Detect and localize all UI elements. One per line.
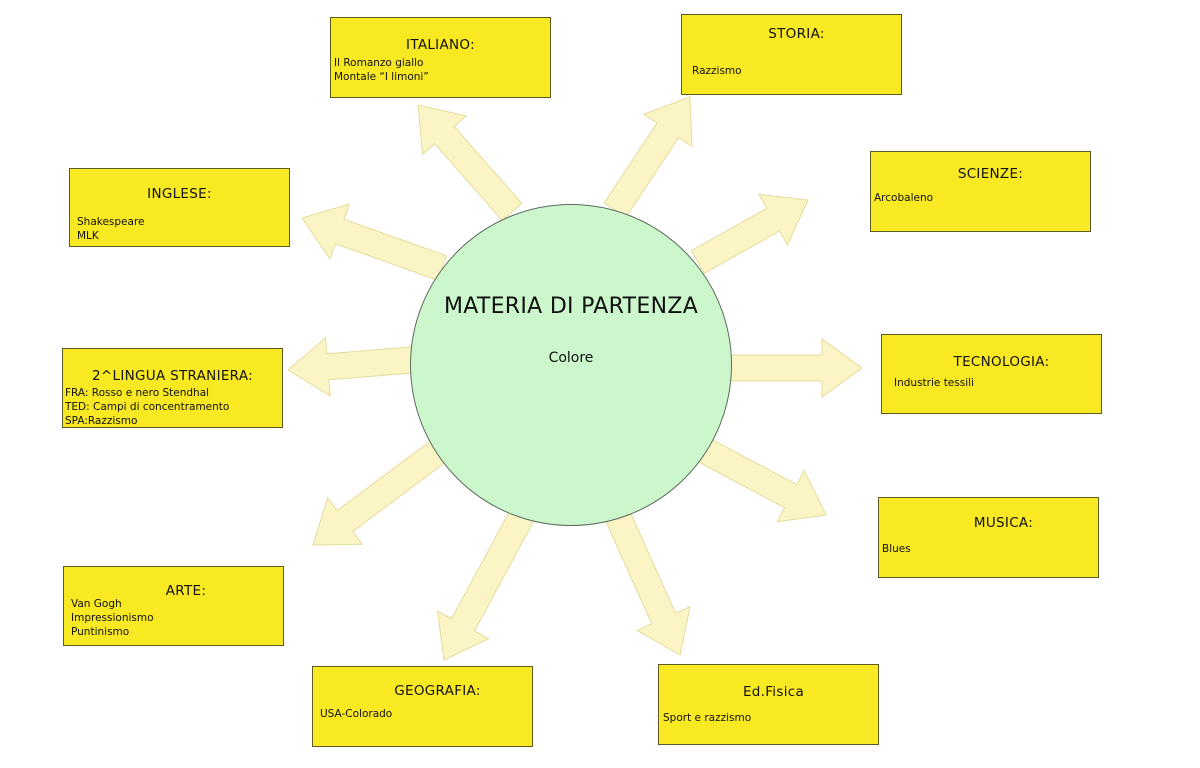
arrow-to-geografia [436, 503, 538, 661]
subject-item: Arcobaleno [874, 192, 934, 204]
arrow-to-musica [697, 437, 827, 523]
subject-title: INGLESE: [147, 186, 212, 202]
subject-item: Blues [882, 543, 911, 555]
subject-items: USA-Colorado [320, 707, 392, 721]
subject-box-geografia: GEOGRAFIA: USA-Colorado [312, 666, 533, 747]
subject-item: Razzismo [692, 65, 742, 77]
subject-item: Montale “I limoni” [334, 71, 429, 83]
subject-title: ARTE: [165, 583, 207, 599]
arrow-to-arte [312, 438, 449, 546]
center-node: MATERIA DI PARTENZA Colore [410, 204, 732, 526]
subject-item: Sport e razzismo [663, 712, 752, 724]
subject-items: Shakespeare MLK [77, 215, 145, 243]
subject-box-lingua-straniera: 2^LINGUA STRANIERA: FRA: Rosso e nero St… [62, 348, 283, 428]
subject-item: Puntinismo [71, 626, 130, 638]
subject-items: Razzismo [692, 64, 742, 78]
arrow-to-scienze [690, 193, 809, 274]
subject-item: Impressionismo [71, 612, 154, 624]
subject-item: SPA:Razzismo [65, 415, 138, 427]
arrow-to-ed-fisica [602, 504, 691, 656]
subject-item: Il Romanzo giallo [334, 57, 424, 69]
subject-item: USA-Colorado [320, 708, 393, 720]
subject-box-tecnologia: TECNOLOGIA: Industrie tessili [881, 334, 1102, 414]
subject-title: SCIENZE: [957, 166, 1024, 182]
subject-item: Shakespeare [77, 216, 145, 228]
subject-items: Il Romanzo giallo Montale “I limoni” [334, 56, 429, 84]
subject-item: Van Gogh [71, 598, 122, 610]
subject-box-musica: MUSICA: Blues [878, 497, 1099, 578]
arrow-to-storia [603, 96, 693, 218]
center-subtitle: Colore [548, 350, 594, 366]
subject-box-storia: STORIA: Razzismo [681, 14, 902, 95]
subject-items: Blues [882, 542, 911, 556]
arrow-to-tecnologia [727, 338, 863, 398]
subject-title: GEOGRAFIA: [394, 683, 481, 699]
subject-box-ed-fisica: Ed.Fisica Sport e razzismo [658, 664, 879, 745]
subject-title: MUSICA: [973, 515, 1034, 531]
subject-items: Arcobaleno [874, 191, 933, 205]
subject-box-italiano: ITALIANO: Il Romanzo giallo Montale “I l… [330, 17, 551, 98]
subject-box-arte: ARTE: Van Gogh Impressionismo Puntinismo [63, 566, 284, 646]
subject-title: 2^LINGUA STRANIERA: [92, 368, 253, 384]
subject-item: TED: Campi di concentramento [65, 401, 230, 413]
subject-item: FRA: Rosso e nero Stendhal [65, 387, 210, 399]
subject-items: Industrie tessili [894, 376, 974, 390]
subject-items: FRA: Rosso e nero Stendhal TED: Campi di… [65, 386, 229, 428]
subject-items: Van Gogh Impressionismo Puntinismo [71, 597, 154, 639]
arrow-to-lingua [287, 336, 414, 397]
subject-title: STORIA: [768, 26, 825, 42]
subject-title: ITALIANO: [406, 37, 475, 53]
arrow-to-inglese [301, 203, 448, 281]
subject-title: TECNOLOGIA: [953, 354, 1050, 370]
subject-title: Ed.Fisica [742, 684, 805, 700]
subject-box-scienze: SCIENZE: Arcobaleno [870, 151, 1091, 232]
center-title: MATERIA DI PARTENZA [443, 294, 699, 319]
subject-box-inglese: INGLESE: Shakespeare MLK [69, 168, 290, 247]
subject-items: Sport e razzismo [663, 711, 751, 725]
subject-item: Industrie tessili [894, 377, 974, 389]
arrow-to-italiano [417, 104, 523, 222]
subject-item: MLK [77, 230, 99, 242]
